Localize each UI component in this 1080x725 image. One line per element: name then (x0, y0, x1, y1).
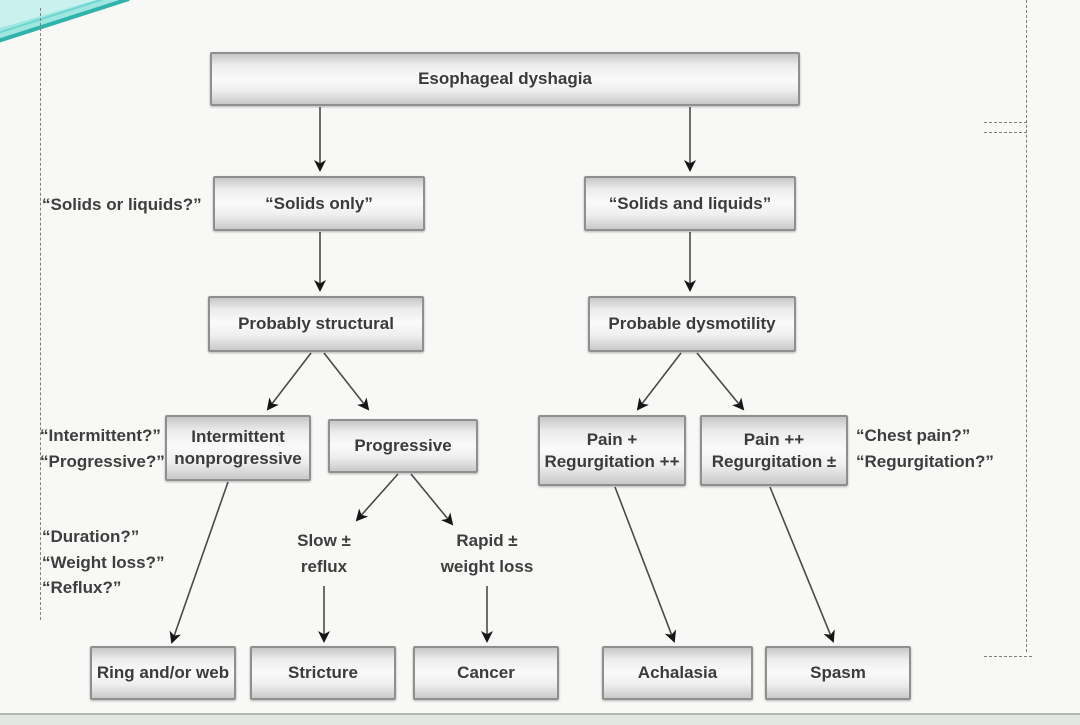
node-intermittent-nonprogressive: Intermittent nonprogressive (165, 415, 311, 481)
edge-dysmotility-pain1 (636, 352, 682, 411)
node-solids-only: “Solids only” (213, 176, 425, 231)
edge-structural-progressive (323, 352, 370, 411)
node-probable-dysmotility: Probable dysmotility (588, 296, 796, 352)
label-line: Slow ± (297, 531, 351, 550)
node-line: Pain + (586, 429, 638, 449)
right-placeholder-dashed-tick-1 (984, 122, 1027, 123)
edge-dysmotility-pain2 (696, 352, 745, 411)
edge-progressive-rapid (410, 473, 454, 526)
label-chestpain-regurgitation: “Chest pain?” “Regurgitation?” (856, 423, 994, 474)
node-probably-structural: Probably structural (208, 296, 424, 352)
edge-pain2-spasm (769, 486, 835, 643)
edge-progressive-slow (355, 473, 399, 522)
bottom-edge-band (0, 713, 1080, 725)
right-placeholder-dashed-line (1026, 0, 1027, 652)
label-rapid-weight-loss: Rapid ± weight loss (427, 528, 547, 579)
node-line: Intermittent (191, 427, 285, 447)
label-line: Rapid ± (456, 531, 518, 550)
label-line: “Intermittent?” (40, 426, 161, 445)
node-achalasia: Achalasia (602, 646, 753, 700)
label-duration-weightloss-reflux: “Duration?” “Weight loss?” “Reflux?” (42, 524, 164, 601)
node-line: Regurgitation ++ (544, 451, 680, 471)
node-ring-web: Ring and/or web (90, 646, 236, 700)
left-placeholder-dashed-line (40, 8, 41, 620)
label-line: reflux (300, 556, 348, 576)
node-solids-and-liquids: “Solids and liquids” (584, 176, 796, 231)
right-placeholder-dashed-tick-2 (984, 132, 1027, 133)
node-spasm: Spasm (765, 646, 911, 700)
label-slow-reflux: Slow ± reflux (274, 528, 374, 579)
label-line: “Weight loss?” (42, 552, 165, 572)
label-solids-or-liquids: “Solids or liquids?” (42, 195, 202, 214)
node-line: Pain ++ (743, 429, 805, 449)
label-intermittent-progressive: “Intermittent?” “Progressive?” (40, 423, 165, 474)
node-esophageal-dysphagia: Esophageal dyshagia (210, 52, 800, 106)
edge-intermittent-ringweb (169, 481, 229, 644)
node-line: nonprogressive (174, 449, 302, 468)
edge-pain1-achalasia (614, 486, 677, 643)
right-placeholder-dashed-tick-bottom (984, 656, 1032, 657)
label-line: “Progressive?” (40, 451, 165, 471)
label-line: “Chest pain?” (856, 426, 971, 445)
node-pain-plusplus-regurgitation: Pain ++ Regurgitation ± (700, 415, 848, 486)
label-line: weight loss (440, 556, 534, 576)
label-line: “Duration?” (42, 527, 140, 546)
edge-structural-intermittent (266, 352, 312, 411)
label-line: “Regurgitation?” (856, 451, 994, 471)
label-line: “Reflux?” (42, 578, 122, 597)
node-cancer: Cancer (413, 646, 559, 700)
node-progressive: Progressive (328, 419, 478, 473)
node-stricture: Stricture (250, 646, 396, 700)
node-pain-plus-regurgitation: Pain + Regurgitation ++ (538, 415, 686, 486)
node-line: Regurgitation ± (711, 451, 837, 471)
corner-accent-shape (0, 0, 130, 43)
